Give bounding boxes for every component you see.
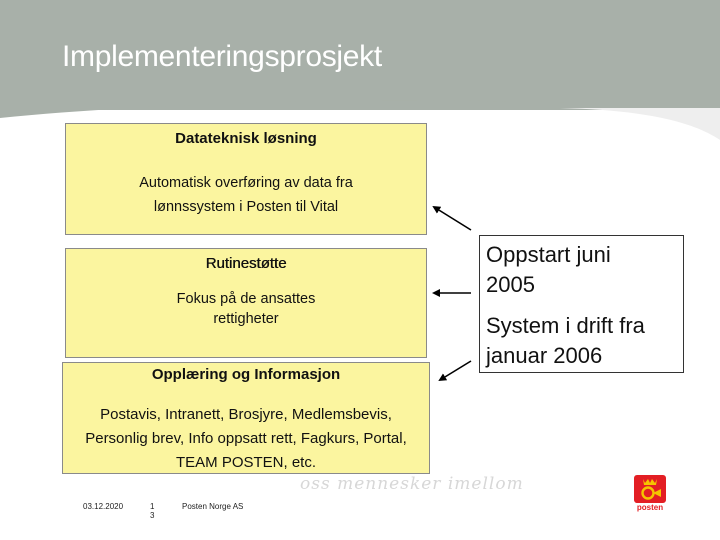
opplaering-line: Postavis, Intranett, Brosjyre, Medlemsbe… — [100, 406, 392, 423]
arrow-to-opplaering — [438, 360, 472, 382]
schedule-box: Oppstart juni 2005 System i drift fra ja… — [479, 235, 684, 373]
opplaering-box: Opplæring og Informasjon Postavis, Intra… — [62, 362, 430, 474]
rutinestotte-line: Fokus på de ansattes — [176, 291, 316, 307]
schedule-start-year: 2005 — [486, 272, 535, 297]
opplaering-heading: Opplæring og Informasjon — [151, 366, 341, 383]
opplaering-line: TEAM POSTEN, etc. — [175, 454, 317, 471]
datateknisk-box: Datateknisk løsning Automatisk overførin… — [65, 123, 427, 235]
datateknisk-heading: Datateknisk løsning — [175, 130, 317, 147]
page-title: Implementeringsprosjekt — [62, 40, 382, 73]
header-bar: Implementeringsprosjekt — [0, 0, 720, 110]
datateknisk-body: Automatisk overføring av data fra lønnss… — [66, 171, 426, 219]
schedule-start: Oppstart juni — [486, 242, 611, 267]
schedule-live-date: januar 2006 — [486, 343, 603, 368]
tagline: oss mennesker imellom — [300, 474, 524, 494]
datateknisk-line: Automatisk overføring av data fra — [139, 175, 353, 191]
footer-page-number: 13 — [150, 502, 155, 520]
footer-date: 03.12.2020 — [83, 502, 124, 511]
schedule-live: System i drift fra — [486, 313, 645, 338]
footer-company: Posten Norge AS — [182, 502, 244, 511]
logo-text: posten — [636, 503, 664, 512]
arrow-to-datateknisk — [432, 205, 472, 231]
rutinestotte-line: rettigheter — [213, 311, 279, 327]
rutinestotte-body: Fokus på de ansattes rettigheter — [66, 289, 426, 329]
posthorn-crown-icon — [634, 475, 666, 503]
opplaering-line: Personlig brev, Info oppsatt rett, Fagku… — [85, 430, 407, 447]
decorative-swoosh — [0, 100, 720, 140]
rutinestotte-box: Rutinestøtte Fokus på de ansattes rettig… — [65, 248, 427, 358]
datateknisk-line: lønnssystem i Posten til Vital — [153, 199, 339, 215]
rutinestotte-heading: Rutinestøtte — [205, 255, 287, 272]
opplaering-body: Postavis, Intranett, Brosjyre, Medlemsbe… — [63, 403, 429, 475]
